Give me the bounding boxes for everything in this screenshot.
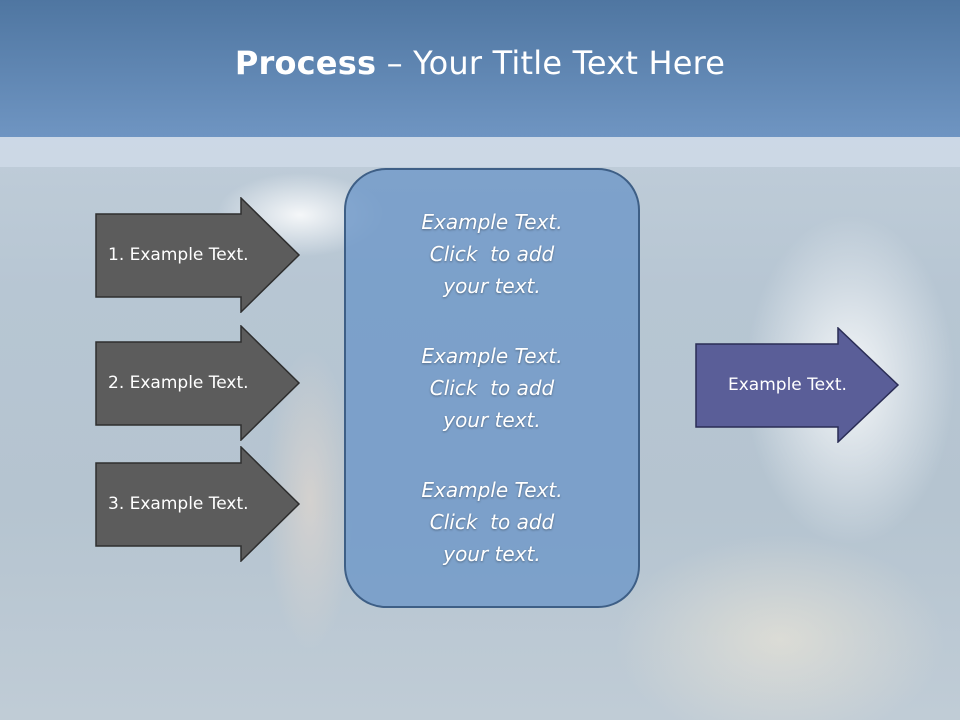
center-text-block-3[interactable]: Example Text. Click to add your text. [421, 474, 562, 570]
step-arrow-3[interactable]: 3. Example Text. [95, 446, 301, 562]
title-bar: Process – Your Title Text Here [0, 0, 960, 137]
block-line: Click to add [429, 376, 555, 400]
result-arrow[interactable]: Example Text. [695, 327, 901, 443]
block-line: your text. [443, 542, 541, 566]
step-arrow-label: 2. Example Text. [108, 373, 249, 393]
center-text-block-2[interactable]: Example Text. Click to add your text. [421, 340, 562, 436]
step-arrow-2[interactable]: 2. Example Text. [95, 325, 301, 441]
block-line: your text. [443, 274, 541, 298]
block-line: your text. [443, 408, 541, 432]
block-line: Example Text. [421, 344, 563, 368]
block-line: Example Text. [421, 210, 563, 234]
slide-title[interactable]: Process – Your Title Text Here [235, 44, 725, 82]
center-text-block-1[interactable]: Example Text. Click to add your text. [421, 206, 562, 302]
arrow-shape [695, 327, 900, 443]
block-line: Click to add [429, 510, 555, 534]
result-arrow-label: Example Text. [728, 375, 847, 395]
step-arrow-label: 3. Example Text. [108, 494, 249, 514]
title-strip [0, 137, 960, 167]
block-line: Example Text. [421, 478, 563, 502]
step-arrow-label: 1. Example Text. [108, 245, 249, 265]
step-arrow-1[interactable]: 1. Example Text. [95, 197, 301, 313]
arrow-shape [95, 446, 301, 562]
arrow-shape [95, 197, 301, 313]
title-rest: – Your Title Text Here [376, 43, 726, 82]
block-line: Click to add [429, 242, 555, 266]
center-text-box[interactable]: Example Text. Click to add your text. Ex… [344, 168, 640, 608]
arrow-shape [95, 325, 301, 441]
title-bold: Process [234, 43, 377, 82]
